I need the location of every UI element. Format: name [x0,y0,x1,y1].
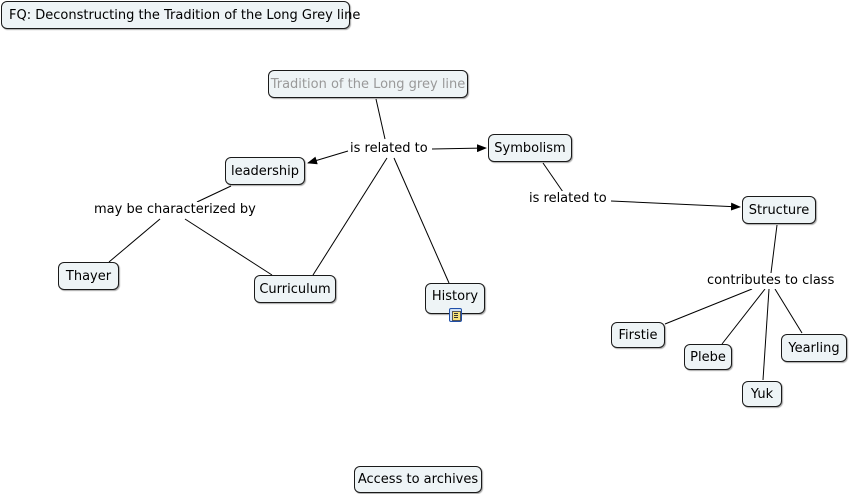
link-label-may-be-characterized-by[interactable]: may be characterized by [94,202,256,218]
node-leadership[interactable]: leadership [225,157,305,185]
node-structure-label: Structure [748,202,810,218]
link-label-contributes-to-class[interactable]: contributes to class [707,273,835,289]
node-yearling-label: Yearling [788,340,840,356]
node-structure[interactable]: Structure [742,196,816,224]
link-symbolism-to-relation [542,162,564,193]
link-relation-to-history [393,157,450,284]
node-thayer-label: Thayer [65,268,112,284]
node-curriculum[interactable]: Curriculum [254,275,336,303]
link-contributes-to-yuk [762,288,770,381]
link-relation-to-leadership [307,150,349,165]
node-thayer[interactable]: Thayer [58,262,119,290]
link-tradition-to-relation [375,98,386,140]
node-archives-label: Access to archives [357,472,479,487]
link-contributes-to-yearling [774,288,803,334]
link-leadership-to-characterized [196,185,232,203]
link-label-is-related-to-symbolism[interactable]: is related to [529,191,607,207]
focus-question-text: FQ: Deconstructing the Tradition of the … [9,7,361,23]
node-archives[interactable]: Access to archives [354,466,482,493]
node-symbolism[interactable]: Symbolism [488,134,572,162]
link-relation-to-curriculum [312,157,388,276]
node-plebe-label: Plebe [690,349,726,365]
node-firstie-label: Firstie [618,327,658,343]
node-curriculum-label: Curriculum [259,281,331,297]
link-contributes-to-firstie [664,288,753,325]
link-characterized-to-thayer [108,218,161,263]
node-tradition-label: Tradition of the Long grey line [270,76,466,92]
focus-question-node[interactable]: FQ: Deconstructing the Tradition of the … [1,1,360,29]
node-tradition[interactable]: Tradition of the Long grey line [268,70,468,98]
node-yuk-label: Yuk [750,386,774,402]
link-characterized-to-curriculum [184,218,273,276]
node-yearling[interactable]: Yearling [781,334,847,362]
link-structure-to-contributes [770,224,778,274]
link-relation-to-symbolism [431,144,487,153]
node-plebe[interactable]: Plebe [684,344,732,370]
node-firstie[interactable]: Firstie [611,322,665,348]
link-relation-to-structure [610,200,741,211]
link-contributes-to-plebe [721,288,766,345]
node-yuk[interactable]: Yuk [742,381,782,407]
node-leadership-label: leadership [230,163,300,179]
link-label-is-related-to-main[interactable]: is related to [350,141,428,157]
node-symbolism-label: Symbolism [494,140,566,156]
node-history-label: History [431,289,479,304]
document-icon[interactable] [449,308,462,322]
